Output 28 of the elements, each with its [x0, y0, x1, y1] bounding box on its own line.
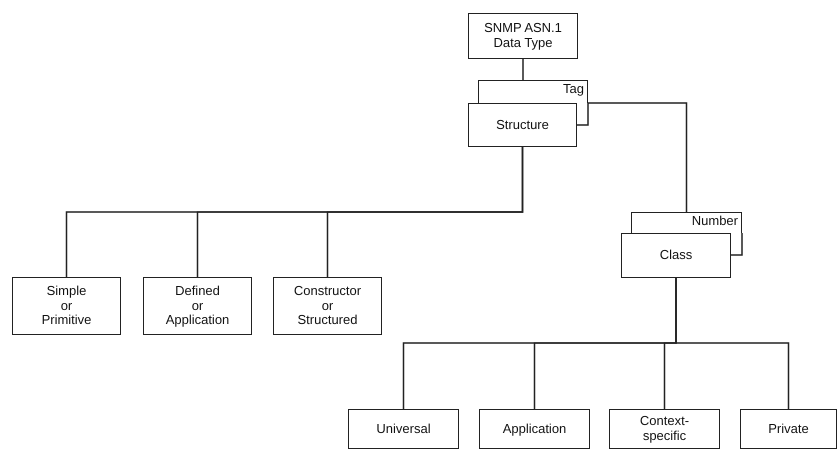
number-box: [631, 212, 742, 233]
node-label: Simple or Primitive: [42, 284, 92, 328]
leaf-box: [740, 409, 837, 449]
node-label: Tag: [563, 82, 584, 97]
leaf-box: [12, 277, 121, 335]
leaf-box: [348, 409, 459, 449]
node-label: Universal: [376, 422, 431, 436]
leaf-box: [143, 277, 252, 335]
node-label: Class: [660, 248, 692, 263]
root-box: [468, 13, 578, 59]
node-label: Application: [502, 422, 566, 436]
connector-line: [326, 147, 524, 277]
node-label: Defined or Application: [166, 284, 230, 328]
tag-box: [478, 80, 588, 103]
connector-line: [675, 278, 790, 409]
leaf-box: [273, 277, 382, 335]
node-label: Private: [768, 422, 809, 436]
node-label: SNMP ASN.1 Data Type: [483, 21, 563, 51]
node-label: Number: [692, 214, 738, 229]
node-label: Context- specific: [640, 414, 690, 444]
leaf-box: [609, 409, 720, 449]
leaf-box: [479, 409, 590, 449]
process-box: [621, 233, 731, 278]
node-label: Structure: [496, 118, 549, 132]
process-box: [468, 103, 577, 147]
connector-line: [588, 102, 688, 212]
node-label: Constructor or Structured: [294, 284, 362, 328]
connector-line: [522, 59, 524, 80]
